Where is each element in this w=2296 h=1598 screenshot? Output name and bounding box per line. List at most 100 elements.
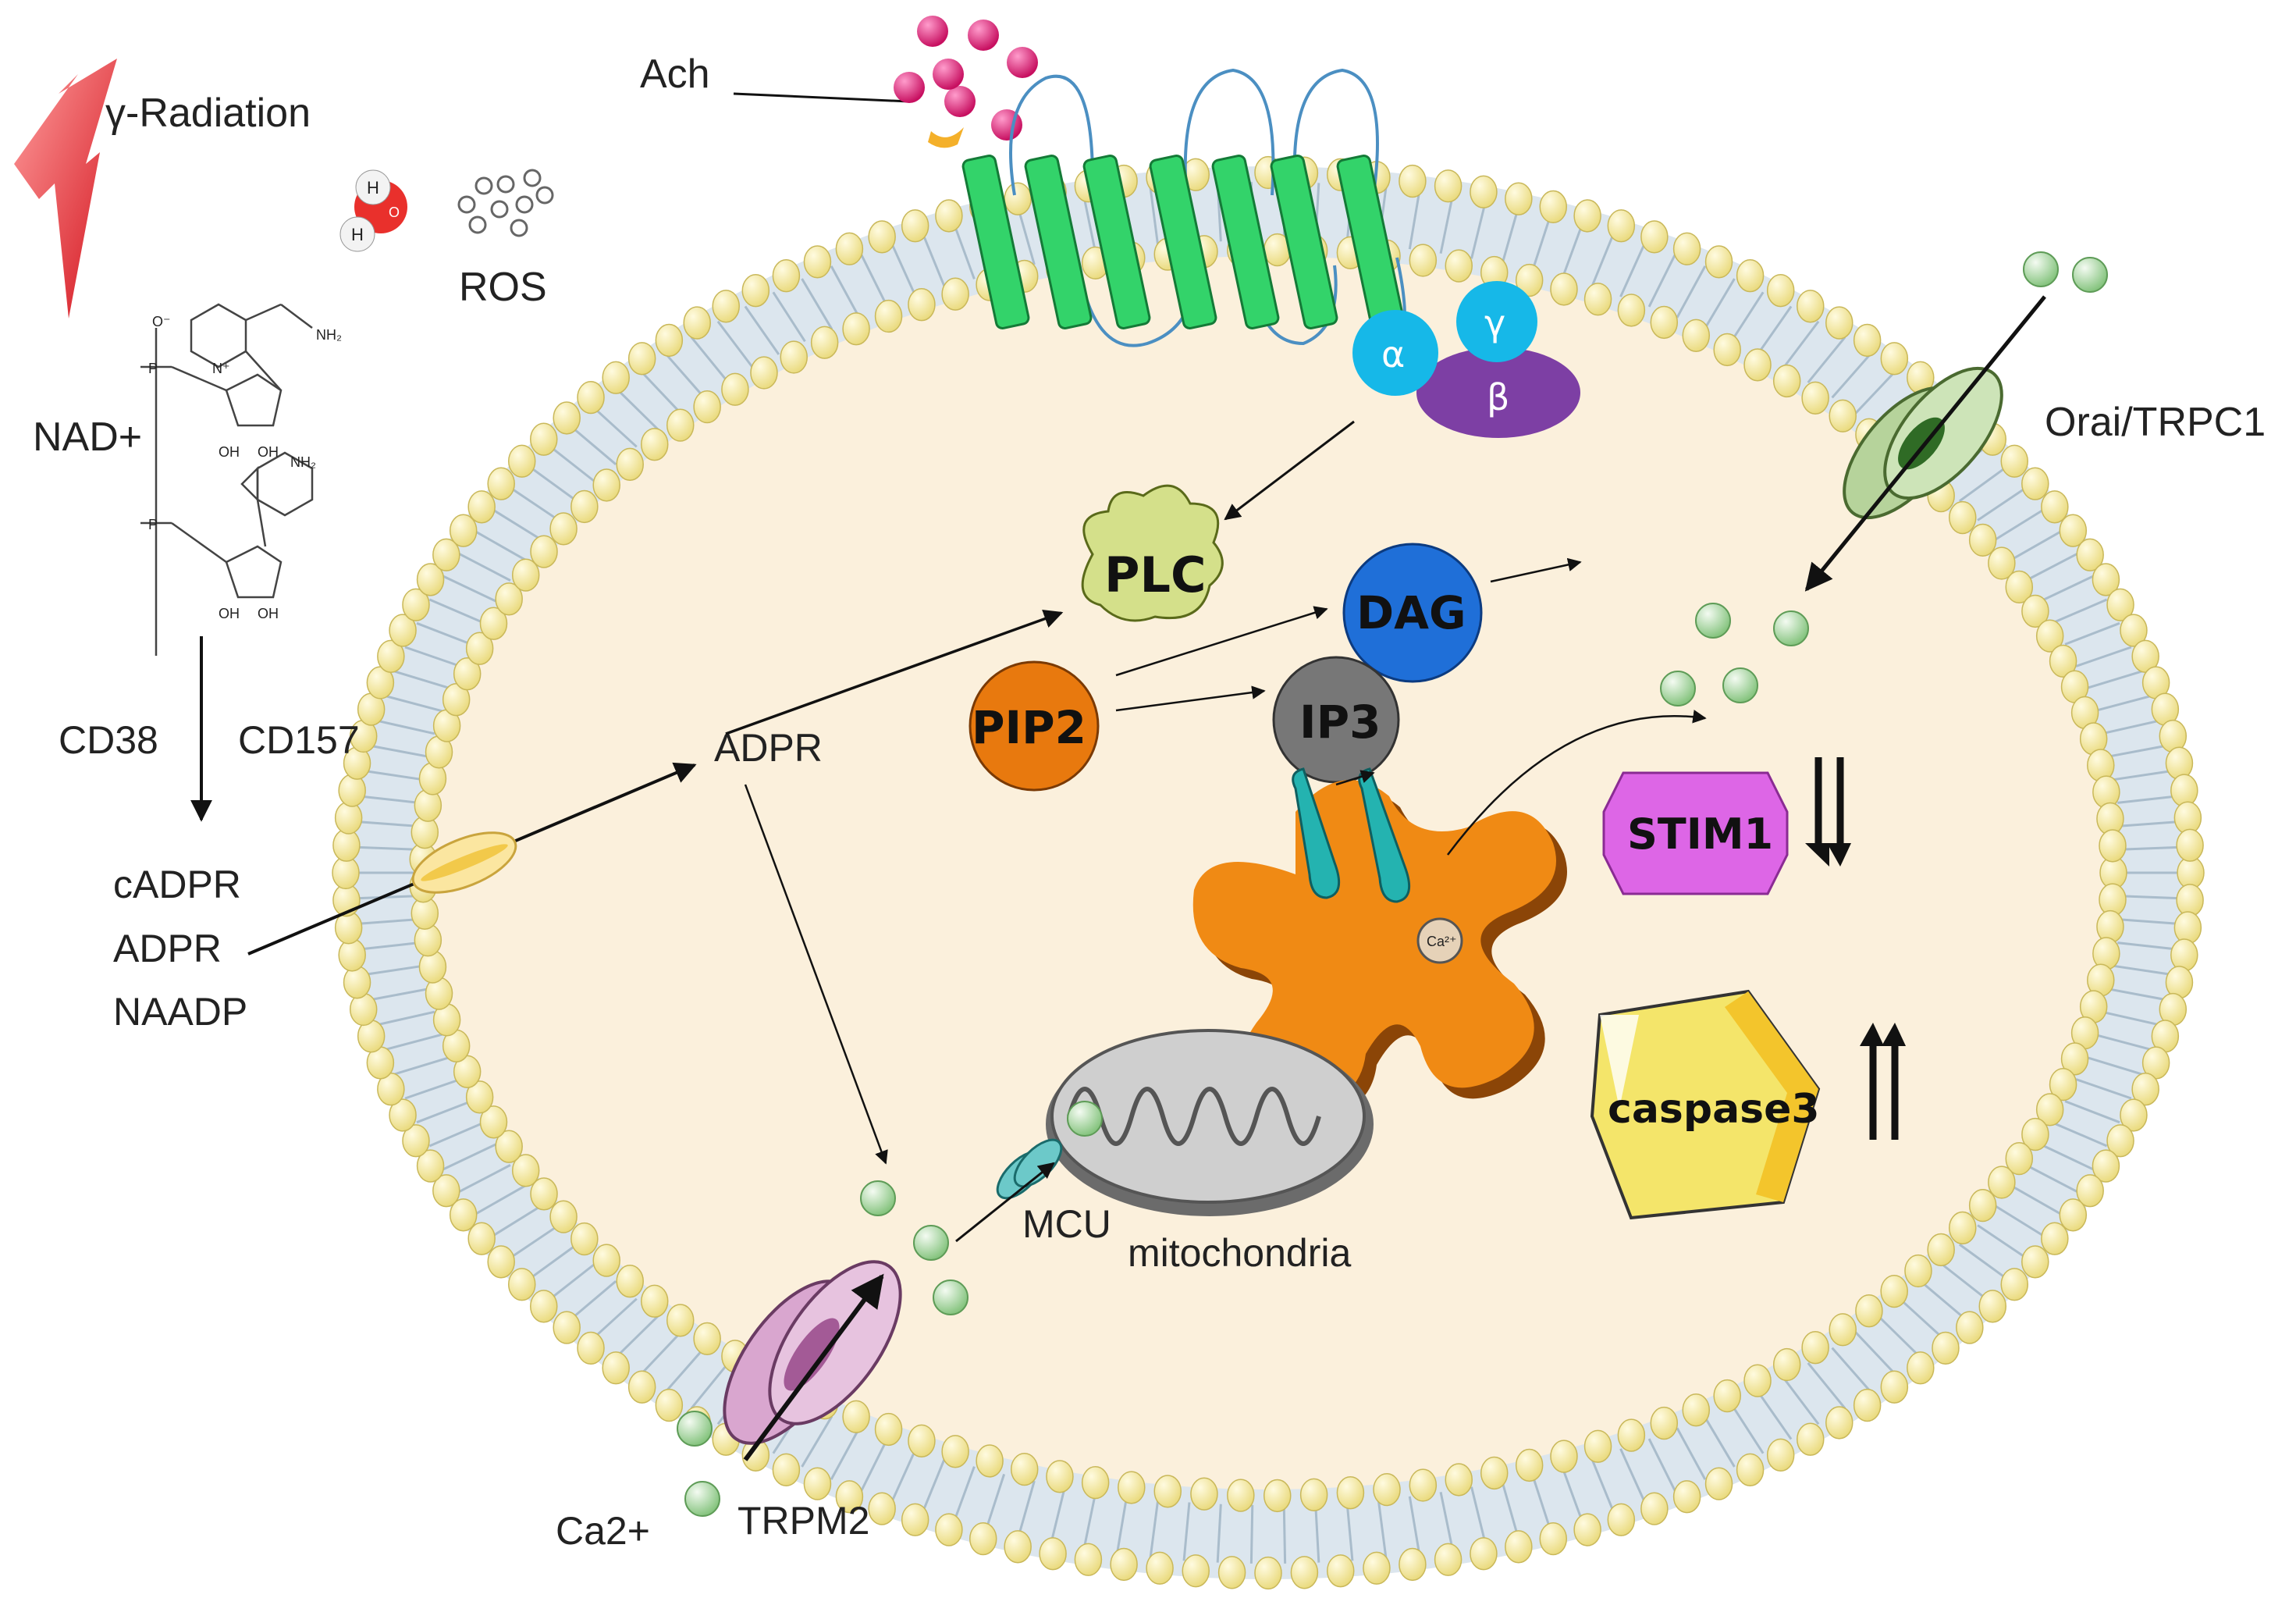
ach-molecule [968,20,999,51]
nad-nh2-top-label: NH₂ [316,327,342,343]
lipid-head [1190,1477,1218,1511]
lipid-head [1829,1313,1857,1347]
lipid-head [655,1388,684,1422]
lipid-head [507,1268,536,1301]
lipid-head [1573,199,1601,233]
lipid-head [842,1400,870,1433]
lipid-head [666,408,695,442]
stim1-label: STIM1 [1627,810,1773,859]
lipid-head [1772,364,1801,398]
dag-label: DAG [1356,586,1466,639]
lipid-head [1399,1547,1427,1582]
gpcr-helix [961,155,1030,329]
nad-nplus-label: N⁺ [212,361,230,376]
lipid-head [1146,1551,1174,1585]
dag-node [1342,543,1483,683]
calcium-ions [677,251,2108,1517]
lipid-head [467,1222,496,1255]
lipid-head [1583,283,1612,316]
gpcr-receptor [961,68,1406,353]
lipid-head [1217,1556,1246,1589]
lipid-head [1010,1452,1039,1486]
lipid-head [1607,1503,1636,1536]
adpr-to-trpm2-arrow [744,784,888,1165]
caspase3-label: caspase3 [1608,1086,1820,1133]
lipid-head [449,1198,478,1232]
lipid-head [1290,1556,1319,1589]
lipid-head [874,299,903,333]
ip3-to-er-arrow [1335,770,1375,786]
lipid-head [1607,209,1636,243]
lipid-head [868,1492,896,1525]
pip2-to-dag-arrow [1115,606,1328,677]
ach-molecule [933,59,964,90]
nad-p2-label: P [148,517,158,532]
lipid-head [1650,1406,1679,1440]
lipid-head [2005,1141,2034,1176]
lipid-head [908,288,936,322]
lipid-head [2092,563,2120,596]
lipid-head [803,245,832,279]
lipid-head [1263,1479,1292,1513]
lipid-head [1004,182,1032,215]
lipid-head [1409,1468,1438,1502]
lipid-head [577,380,605,415]
ca2-label: Ca2+ [556,1509,650,1553]
lipid-head [2106,1124,2134,1158]
lipid-head [1713,333,1741,367]
orai-influx-arrow [1804,295,2046,592]
lipid-head [2076,1174,2104,1208]
dag-out-arrow [1490,557,1582,583]
lipid-head [640,428,669,461]
ach-molecule [944,86,976,117]
lipid-head [1743,348,1772,382]
lipid-head [1434,169,1463,203]
ros-label: ROS [459,265,547,310]
lipid-head [1515,263,1544,297]
lipid-head [479,1105,508,1139]
pip2-to-ip3-arrow [1115,685,1266,712]
lipid-head [570,1222,599,1256]
lipid-head [495,582,523,616]
lipid-head [432,1174,460,1208]
lipid-head [1772,1347,1801,1382]
lipid-head [449,514,478,547]
lipid-head [1299,1478,1328,1511]
cadpr-label: cADPR [113,863,241,906]
lipid-head [1153,1475,1182,1508]
ach-binding-site-icon [928,127,964,148]
adpr-left-label: ADPR [113,927,222,970]
lipid-head [1640,1492,1669,1525]
gpcr-helix [1211,155,1280,329]
ros-bubbles-icon [457,169,554,237]
svg-text:H: H [351,225,364,244]
lipid-head [772,1453,801,1486]
lipid-head [627,1370,656,1404]
lipid-head [1766,274,1795,308]
calcium-ion [1722,667,1758,703]
lipid-head [338,774,366,807]
lipid-head [334,801,363,835]
pip2-label: PIP2 [972,701,1086,754]
stim1-down-arrows [1805,757,1851,867]
lipid-head [1880,1370,1909,1404]
lipid-head [741,274,770,308]
lipid-head [935,1513,963,1546]
lipid-head [1704,245,1733,279]
adpr-to-plc-arrow [725,609,1064,735]
ach-pointer [733,92,910,103]
lipid-head [1978,1290,2006,1323]
lipid-head [1949,500,1977,535]
lipid-head [2060,1042,2089,1076]
nad-nh2-mid-label: NH₂ [290,454,316,470]
lipid-head [1445,249,1473,283]
calcium-ion [1695,603,1731,639]
lipid-head [935,199,963,233]
lipid-head [1409,244,1438,277]
lipid-head [530,422,558,456]
lipid-head [1927,1233,1955,1267]
adpr-transporter [411,831,517,894]
lipid-head [908,1424,936,1457]
lipid-head [1539,190,1568,224]
caspase3-node: caspase3 [1590,989,1821,1220]
